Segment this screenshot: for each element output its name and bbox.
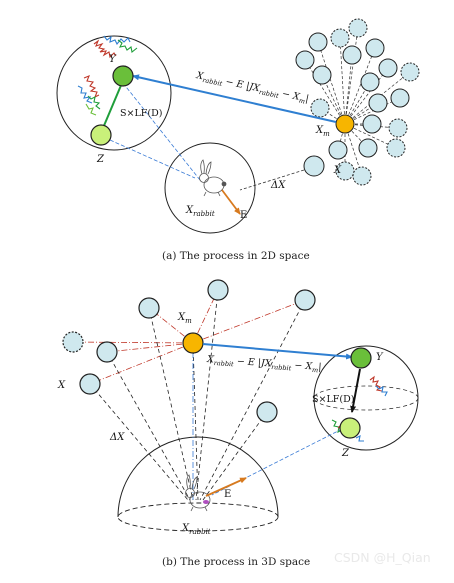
z-node-3d bbox=[339, 417, 361, 439]
update-arrow bbox=[132, 74, 337, 123]
y-node-3d bbox=[350, 347, 372, 369]
y-label: Y bbox=[109, 54, 117, 65]
mean-position-node bbox=[335, 114, 355, 134]
y-node bbox=[112, 65, 134, 87]
xrabbit-label-3d: Xrabbit bbox=[181, 523, 211, 536]
z-label-3d: Z bbox=[341, 448, 350, 459]
update-formula: Xrabbit − E |JXrabbit − Xm| bbox=[194, 70, 310, 106]
hawk-population-3d bbox=[62, 279, 316, 423]
z-node bbox=[90, 124, 112, 146]
update-arrow-3d bbox=[202, 343, 353, 360]
e-label: E bbox=[240, 210, 247, 221]
panel-2d: Y Z S×LF(D) E ΔX X Xm Xrabbit Xrabbit − … bbox=[56, 18, 420, 234]
xm-label: Xm bbox=[315, 125, 330, 138]
hawk-to-rabbit-lines bbox=[89, 289, 306, 501]
rabbit-icon-3d bbox=[185, 474, 211, 512]
search-region-circle bbox=[56, 35, 172, 151]
watermark: CSDN @H_Qian bbox=[334, 550, 431, 565]
escape-energy-arrow-3d bbox=[205, 477, 247, 497]
mean-position-node-3d bbox=[182, 332, 204, 354]
caption-3d: (b) The process in 3D space bbox=[162, 556, 311, 568]
caption-2d: (a) The process in 2D space bbox=[162, 250, 310, 262]
update-formula-3d: Xrabbit − E |JXrabbit − Xm| bbox=[206, 354, 322, 375]
z-to-rabbit-line bbox=[109, 139, 196, 179]
e-label-3d: E bbox=[224, 489, 231, 500]
dome-outline bbox=[117, 436, 279, 518]
xrabbit-label: Xrabbit bbox=[185, 205, 215, 218]
sphere-equator bbox=[313, 385, 419, 411]
levy-flight-label: S×LF(D) bbox=[120, 108, 162, 119]
x-label: X bbox=[333, 165, 342, 176]
delta-x-label: ΔX bbox=[270, 180, 286, 191]
y-to-rabbit-line bbox=[122, 82, 201, 181]
levy-step-line bbox=[102, 82, 123, 129]
delta-x-line bbox=[239, 169, 305, 191]
z-label: Z bbox=[96, 154, 105, 165]
panel-3d: Y Z S×LF(D) E ΔX X Xm Xrabbit Xrabbit − … bbox=[57, 279, 419, 536]
levy-flight-scribble bbox=[77, 35, 138, 116]
rabbit-region-circle bbox=[164, 142, 256, 234]
rabbit-icon bbox=[199, 159, 227, 197]
hawk-population bbox=[295, 18, 420, 186]
levy-flight-label-3d: S×LF(D) bbox=[312, 394, 354, 405]
dome-base bbox=[117, 502, 279, 532]
y-label-3d: Y bbox=[376, 352, 384, 363]
levy-step-arrow-3d bbox=[350, 368, 361, 413]
xm-label-3d: Xm bbox=[177, 312, 192, 325]
x-label-3d: X bbox=[57, 380, 66, 391]
delta-x-label-3d: ΔX bbox=[109, 432, 125, 443]
escape-energy-arrow bbox=[221, 189, 241, 215]
